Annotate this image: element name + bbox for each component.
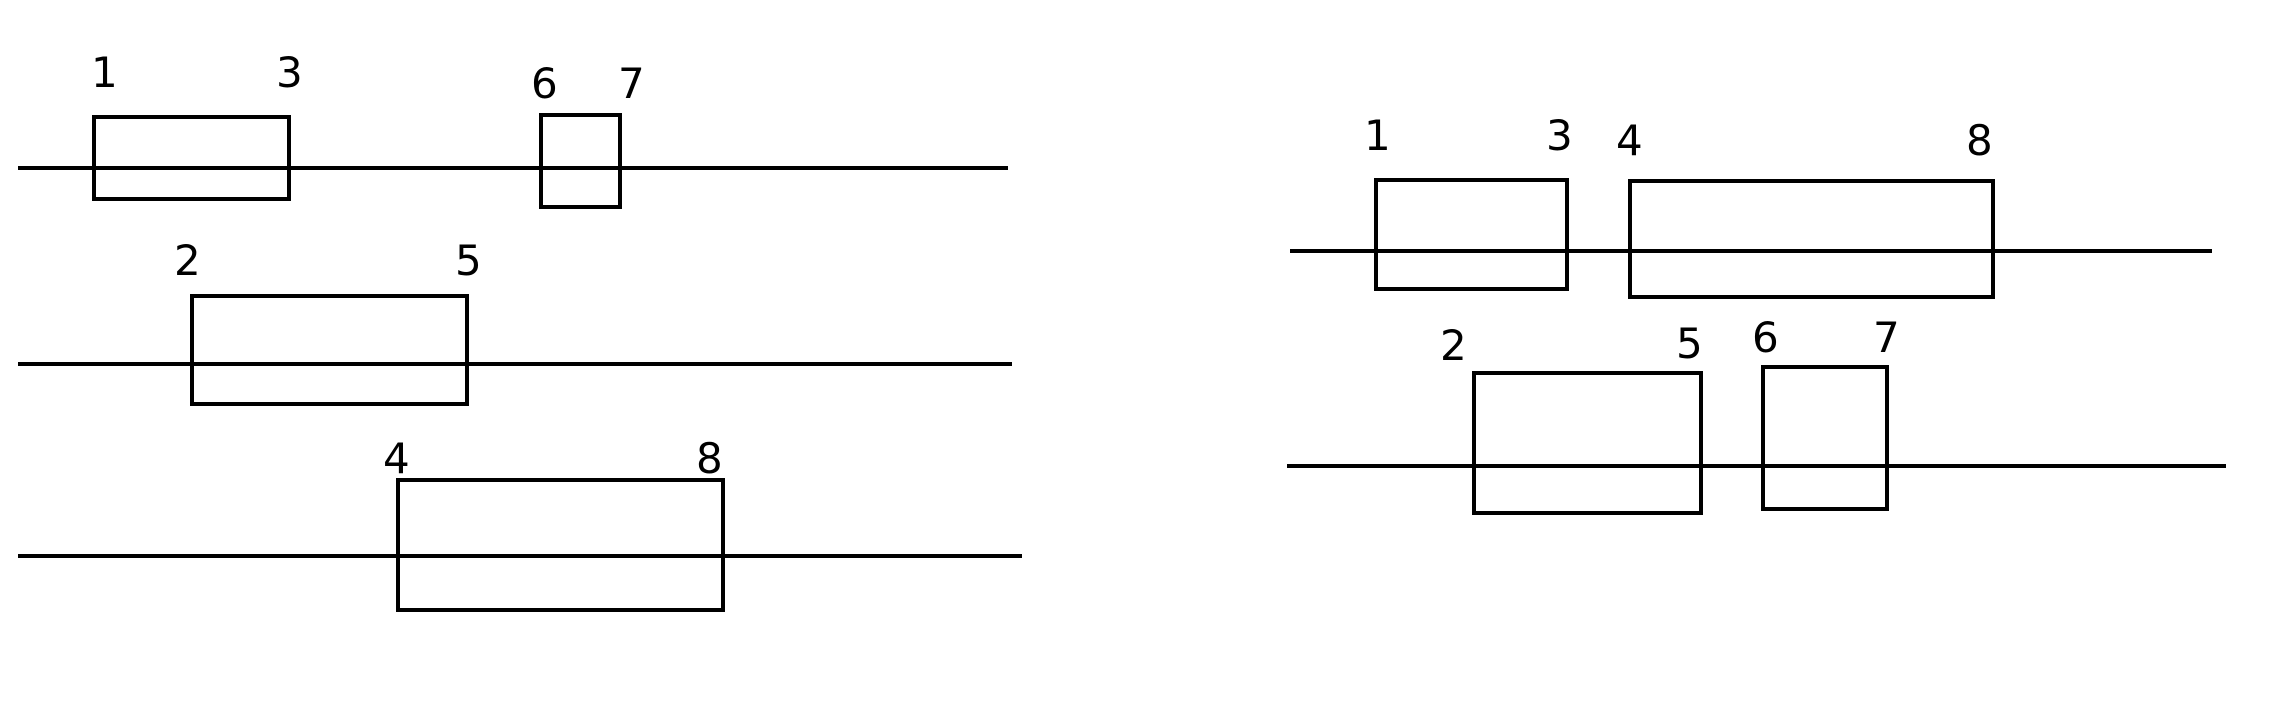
interval-start-label: 4 [383, 434, 410, 483]
right-row-1: 1 3 4 8 [1290, 111, 2212, 299]
right-panel: 1 3 4 8 2 5 6 7 [1287, 111, 2226, 515]
interval-end-label: 5 [1676, 319, 1703, 368]
left-row-1: 1 3 6 7 [18, 48, 1008, 209]
left-panel: 1 3 6 7 2 5 4 8 [18, 48, 1022, 612]
interval-box [539, 113, 622, 209]
interval-box [396, 478, 725, 612]
interval-start-label: 2 [1440, 321, 1467, 370]
interval-end-label: 7 [618, 59, 645, 108]
interval-start-label: 1 [91, 48, 118, 97]
interval-end-label: 7 [1873, 313, 1900, 362]
interval-box [1472, 371, 1703, 515]
interval-end-label: 8 [696, 434, 723, 483]
interval-end-label: 3 [1546, 111, 1573, 160]
interval-start-label: 6 [1752, 313, 1779, 362]
interval-box [1628, 179, 1995, 299]
interval-box [1374, 178, 1569, 291]
interval-box [92, 115, 291, 201]
interval-end-label: 3 [276, 48, 303, 97]
interval-end-label: 8 [1966, 116, 1993, 165]
right-row-2: 2 5 6 7 [1287, 313, 2226, 515]
left-row-2: 2 5 [18, 236, 1012, 406]
left-row-3: 4 8 [18, 434, 1022, 612]
interval-end-label: 5 [455, 236, 482, 285]
interval-start-label: 4 [1616, 116, 1643, 165]
interval-box [190, 294, 469, 406]
interval-start-label: 6 [531, 59, 558, 108]
interval-box [1761, 365, 1889, 511]
interval-start-label: 1 [1364, 111, 1391, 160]
interval-start-label: 2 [174, 236, 201, 285]
